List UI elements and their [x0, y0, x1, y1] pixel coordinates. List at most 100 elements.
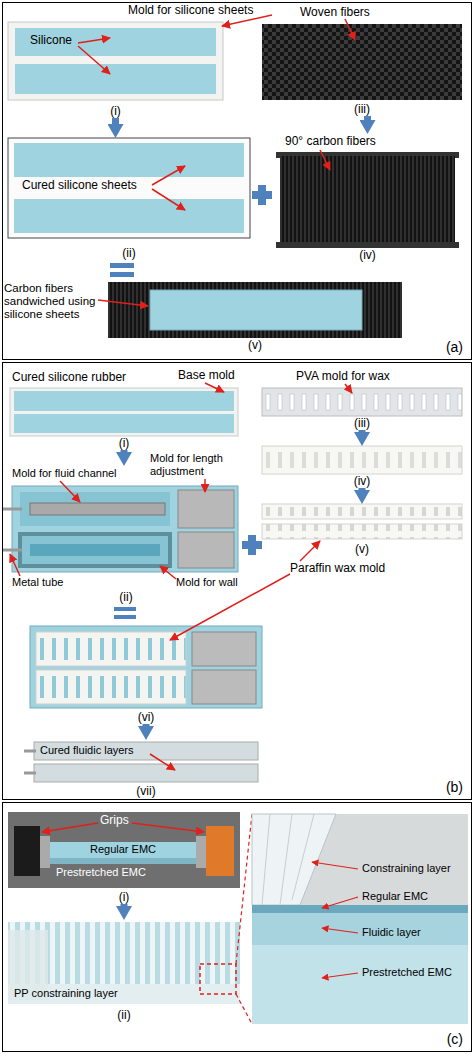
leader-line — [98, 300, 148, 306]
photo-step: (i) — [8, 22, 223, 118]
callout-label: Regular EMC — [362, 890, 466, 903]
silicone-strip — [14, 414, 234, 433]
step-number: (i) — [119, 437, 130, 450]
step-arrow — [359, 488, 366, 494]
leader-line — [150, 754, 175, 770]
photo-step: (vii) — [30, 740, 262, 798]
photo-step: (iv) — [275, 134, 460, 262]
callout-label: Mold for length adjustment — [150, 452, 242, 477]
constraining-tooth — [292, 814, 314, 900]
callout-label: Fluidic layer — [362, 926, 466, 939]
leader-line — [322, 928, 358, 933]
constraining-tooth — [262, 814, 270, 905]
callout-label: Mold for fluid channel — [12, 467, 142, 480]
pva-mold-photo — [262, 388, 462, 416]
fluidic-layer — [34, 764, 258, 782]
grip — [206, 826, 234, 876]
fluid-layer-cavity — [20, 492, 170, 526]
step-number: (iii) — [354, 103, 370, 116]
channel-mold-base — [12, 486, 238, 572]
equals-sign — [114, 615, 136, 619]
callout-label: Cured fluidic layers — [40, 744, 170, 757]
text-holder: (iv) — [262, 475, 462, 488]
length-mold — [192, 632, 256, 666]
length-mold — [192, 670, 256, 704]
sandwich-photo — [108, 282, 402, 338]
step-number: (ii) — [122, 247, 135, 260]
wax-casting — [262, 446, 462, 474]
zoom-box — [200, 964, 236, 994]
panel-frame: (b)(i)(iii)(iv)(ii)(v)(vi)(vii) — [2, 362, 472, 800]
prestretched-emc — [50, 858, 196, 864]
zoom-line — [236, 814, 252, 964]
leader-line — [10, 554, 20, 576]
photo-step: (iii) — [262, 22, 462, 116]
text-holder: (a) — [3, 339, 471, 359]
cured-sheet-tray — [8, 138, 250, 238]
silicone-strip — [15, 28, 216, 56]
photo-step: (ii) — [8, 138, 250, 260]
wax-insert-strip — [36, 670, 186, 704]
regular-emc — [50, 842, 196, 858]
step-arrow — [143, 724, 150, 730]
silicone-strip — [150, 290, 362, 330]
callout-label: Regular EMC — [90, 843, 190, 856]
panel-frame: (c)(i)(ii) — [2, 802, 472, 1052]
equals-sign — [110, 263, 134, 268]
assembled-mold — [30, 626, 262, 708]
fiber-edge — [276, 242, 459, 248]
silicone-strip — [15, 64, 216, 94]
step-arrow — [121, 450, 128, 456]
wax-mold-photo — [262, 504, 462, 539]
step-number: (vi) — [138, 711, 155, 724]
wax-strip — [262, 504, 462, 519]
text-holder: (i) — [8, 891, 240, 904]
photo-step: (iv) — [262, 446, 462, 488]
step-number: (i) — [119, 891, 130, 904]
wax-insert — [36, 670, 186, 704]
leader-line — [170, 574, 290, 640]
metal-tube — [2, 508, 22, 511]
text-holder: (i) — [10, 437, 238, 450]
wall-mold — [20, 534, 170, 566]
zoom-photo — [252, 814, 468, 1024]
step-number: (v) — [355, 543, 369, 556]
callout-label: Metal tube — [12, 576, 92, 589]
plus-sign — [258, 185, 266, 205]
channel-mold — [30, 503, 165, 515]
callout-label: Mold for silicone sheets — [128, 4, 278, 18]
constraining-layer — [252, 814, 336, 905]
text-holder: (iv) — [275, 249, 460, 262]
leader-line — [160, 566, 176, 579]
callout-label: Constraining layer — [362, 862, 466, 875]
leader-line — [320, 150, 330, 170]
metal-tube — [24, 750, 36, 753]
panel-letter: (b) — [446, 779, 463, 795]
callout-label: Base mold — [178, 369, 258, 383]
leader-line — [300, 541, 320, 561]
step-arrow — [359, 430, 366, 436]
text-holder: (v) — [108, 339, 402, 352]
silicone-strip — [14, 199, 244, 233]
mold-tray — [8, 22, 223, 100]
text-holder: (iii) — [262, 417, 462, 430]
text-holder: (i) — [8, 105, 223, 118]
leader-line — [345, 19, 355, 40]
leader-line — [204, 479, 206, 492]
fluid-channel — [30, 544, 160, 556]
step-number: (v) — [248, 339, 262, 352]
step-number: (iv) — [354, 475, 371, 488]
fluidic-layer — [252, 913, 468, 945]
callout-label: PVA mold for wax — [296, 370, 416, 384]
text-holder: (vii) — [30, 785, 262, 798]
text-holder: (b) — [3, 779, 471, 799]
step-number: (iv) — [359, 249, 376, 262]
text-holder: (iii) — [262, 103, 462, 116]
pp-tab — [8, 930, 48, 1000]
leader-line — [78, 46, 110, 74]
step-arrow — [121, 904, 128, 910]
clamp — [40, 836, 50, 868]
silicone-strip — [14, 391, 234, 411]
pva-mold — [262, 388, 462, 416]
